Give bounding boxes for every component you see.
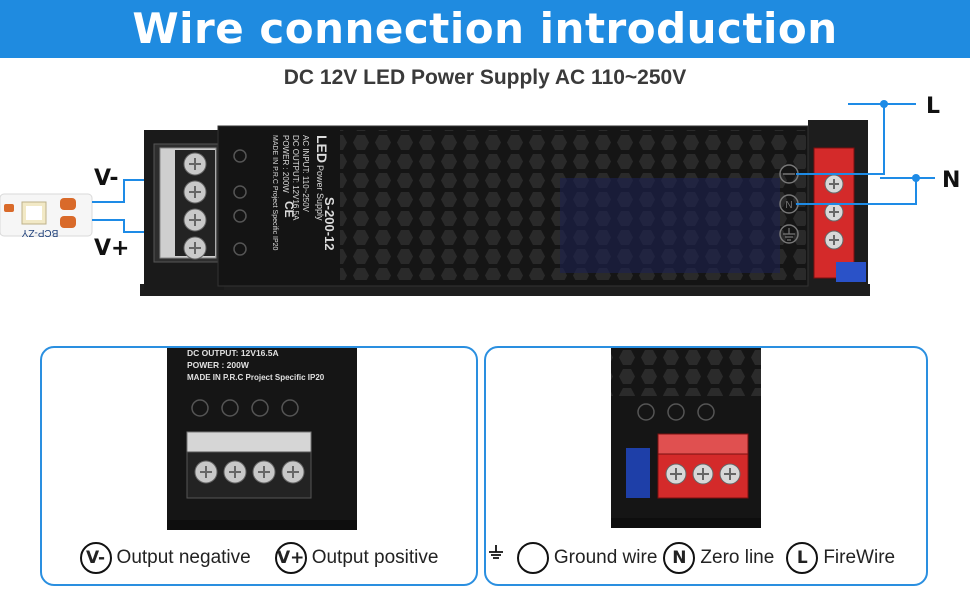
input-terminal-cover bbox=[657, 433, 749, 455]
header-banner bbox=[0, 0, 970, 58]
legend-firewire: L FireWire bbox=[786, 542, 895, 574]
page-title: Wire connection introduction bbox=[132, 4, 838, 53]
legend-output-negative-text: Output negative bbox=[116, 547, 251, 568]
power-supply-illustration: BCP-ZY bbox=[0, 100, 935, 296]
input-closeup-illustration bbox=[611, 348, 761, 528]
page-subtitle: DC 12V LED Power Supply AC 110~250V bbox=[283, 66, 687, 89]
power-supply-diagram: BCP-ZY bbox=[0, 90, 970, 320]
neutral-junction bbox=[912, 174, 920, 182]
v-plus-label: V+ bbox=[94, 236, 130, 261]
device-label: LED Power Supply AC INPUT: 110~250V DC O… bbox=[271, 135, 337, 251]
input-detail-panel: Ground wire N Zero line L FireWire bbox=[484, 346, 928, 586]
legend-output-positive: V+ Output positive bbox=[274, 542, 439, 574]
v-minus-label: V- bbox=[94, 166, 119, 191]
legend-zero-line: N Zero line bbox=[663, 542, 774, 574]
device-model: S-200-12 bbox=[322, 197, 337, 250]
live-junction bbox=[880, 100, 888, 108]
v-plus-icon: V+ bbox=[274, 542, 307, 574]
ground-terminal-icon bbox=[779, 224, 799, 244]
v-minus-icon: V- bbox=[79, 542, 112, 574]
input-legend: Ground wire N Zero line L FireWire bbox=[486, 542, 926, 574]
legend-output-positive-text: Output positive bbox=[311, 547, 439, 568]
input-terminal-area: N bbox=[779, 147, 866, 282]
device-made-in: MADE IN P.R.C Project Specific IP20 bbox=[271, 135, 278, 251]
ce-mark: CE bbox=[282, 201, 296, 218]
l-icon: L bbox=[786, 542, 819, 574]
device-brand: LED bbox=[314, 135, 330, 163]
ground-icon bbox=[489, 542, 549, 574]
neutral-label: N bbox=[942, 168, 961, 193]
legend-zero-line-text: Zero line bbox=[700, 547, 775, 568]
legend-ground-wire-text: Ground wire bbox=[553, 547, 658, 568]
led-strip: BCP-ZY bbox=[0, 193, 93, 238]
device-body bbox=[217, 125, 809, 287]
n-icon: N bbox=[663, 542, 696, 574]
panel-made-in: MADE IN P.R.C Project Specific IP20 bbox=[187, 373, 325, 382]
input-wires bbox=[796, 103, 935, 205]
device-rail bbox=[140, 284, 870, 296]
output-legend: V- Output negative V+ Output positive bbox=[42, 542, 476, 574]
legend-firewire-text: FireWire bbox=[823, 547, 896, 568]
device-ac-input: AC INPUT: 110~250V bbox=[301, 135, 310, 213]
panel-power: POWER : 200W bbox=[187, 360, 250, 370]
panel-dc-output: DC OUTPUT: 12V16.5A bbox=[187, 348, 279, 358]
legend-output-negative: V- Output negative bbox=[79, 542, 251, 574]
live-label: L bbox=[926, 94, 941, 119]
device-subbrand: Power Supply bbox=[315, 165, 325, 221]
strip-label: BCP-ZY bbox=[21, 227, 58, 238]
terminal-cover bbox=[186, 431, 312, 453]
svg-text:N: N bbox=[785, 200, 792, 211]
output-terminal-block bbox=[153, 143, 221, 263]
device-dc-output: DC OUTPUT: 12V16.5A bbox=[291, 135, 300, 221]
device-power: POWER : 200W bbox=[281, 135, 290, 193]
output-detail-panel: DC OUTPUT: 12V16.5A POWER : 200W MADE IN… bbox=[40, 346, 478, 586]
output-closeup-illustration: DC OUTPUT: 12V16.5A POWER : 200W MADE IN… bbox=[167, 348, 357, 530]
legend-ground-wire: Ground wire bbox=[489, 542, 658, 574]
